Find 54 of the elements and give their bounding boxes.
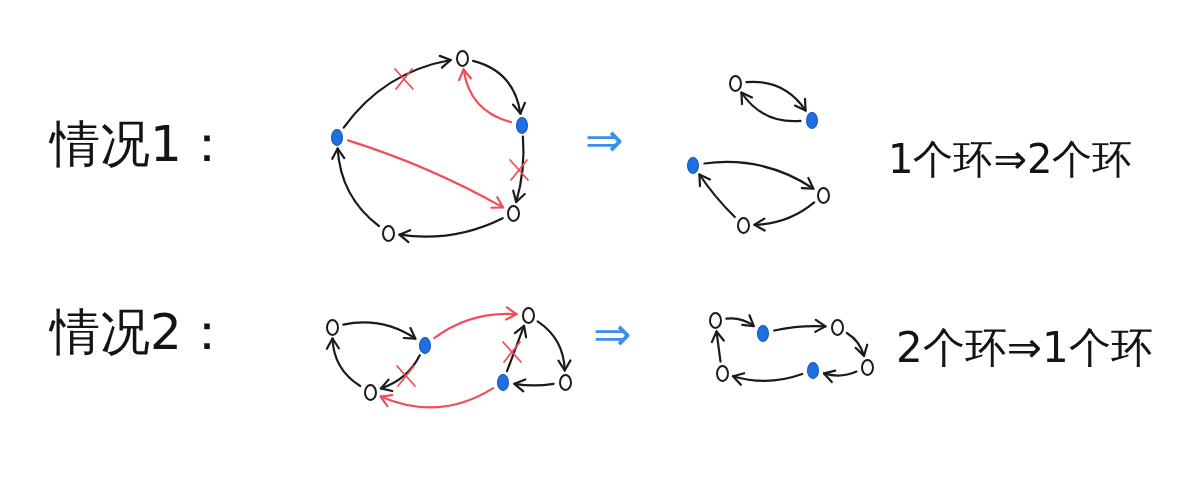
node-circle bbox=[736, 216, 750, 234]
node-circle bbox=[830, 318, 844, 336]
arrow bbox=[342, 55, 452, 129]
node-circle bbox=[728, 74, 742, 92]
arrow bbox=[773, 318, 827, 334]
arrow bbox=[845, 331, 868, 357]
node-circle bbox=[860, 358, 874, 376]
node-circle bbox=[506, 204, 520, 222]
arrow bbox=[731, 371, 804, 386]
node-circle bbox=[363, 383, 377, 401]
arrow bbox=[472, 59, 526, 115]
node-circle bbox=[816, 186, 830, 204]
arrow bbox=[346, 139, 505, 209]
node-circle bbox=[558, 373, 572, 391]
arrow bbox=[342, 321, 417, 340]
node-dot bbox=[419, 336, 431, 354]
node-dot bbox=[687, 156, 699, 174]
node-circle bbox=[715, 364, 729, 382]
node-circle bbox=[381, 224, 395, 242]
result-note: 1个环⇒2个环 bbox=[888, 136, 1133, 182]
arrow bbox=[822, 369, 858, 383]
arrow bbox=[725, 314, 755, 328]
node-dot bbox=[806, 111, 818, 129]
arrow bbox=[433, 306, 518, 340]
result-note: 2个环⇒1个环 bbox=[896, 324, 1153, 373]
arrow bbox=[379, 354, 421, 392]
arrow bbox=[698, 173, 736, 219]
implies-symbol: ⇒ bbox=[593, 308, 632, 361]
node-circle bbox=[325, 318, 339, 336]
node-circle bbox=[521, 306, 535, 324]
case-heading: 情况2： bbox=[50, 304, 232, 362]
arrow bbox=[703, 160, 815, 190]
node-dot bbox=[807, 361, 819, 379]
arrow bbox=[745, 80, 807, 112]
arrow bbox=[740, 91, 802, 123]
arrow bbox=[513, 378, 555, 393]
case-heading: 情况1： bbox=[50, 116, 232, 174]
arrow bbox=[331, 147, 380, 228]
arrow bbox=[710, 330, 725, 363]
node-dot bbox=[757, 324, 769, 342]
implies-symbol: ⇒ bbox=[585, 114, 624, 167]
arrow bbox=[753, 201, 816, 232]
arrow bbox=[511, 135, 526, 204]
arrow bbox=[536, 320, 572, 372]
node-circle bbox=[455, 49, 469, 67]
arrow bbox=[398, 217, 504, 243]
node-circle bbox=[708, 311, 722, 329]
node-dot bbox=[331, 128, 343, 146]
arrow bbox=[458, 68, 512, 124]
node-dot bbox=[516, 116, 528, 134]
arrow bbox=[505, 324, 528, 373]
node-dot bbox=[497, 373, 509, 391]
arrow bbox=[326, 337, 362, 388]
arrow bbox=[379, 387, 495, 409]
